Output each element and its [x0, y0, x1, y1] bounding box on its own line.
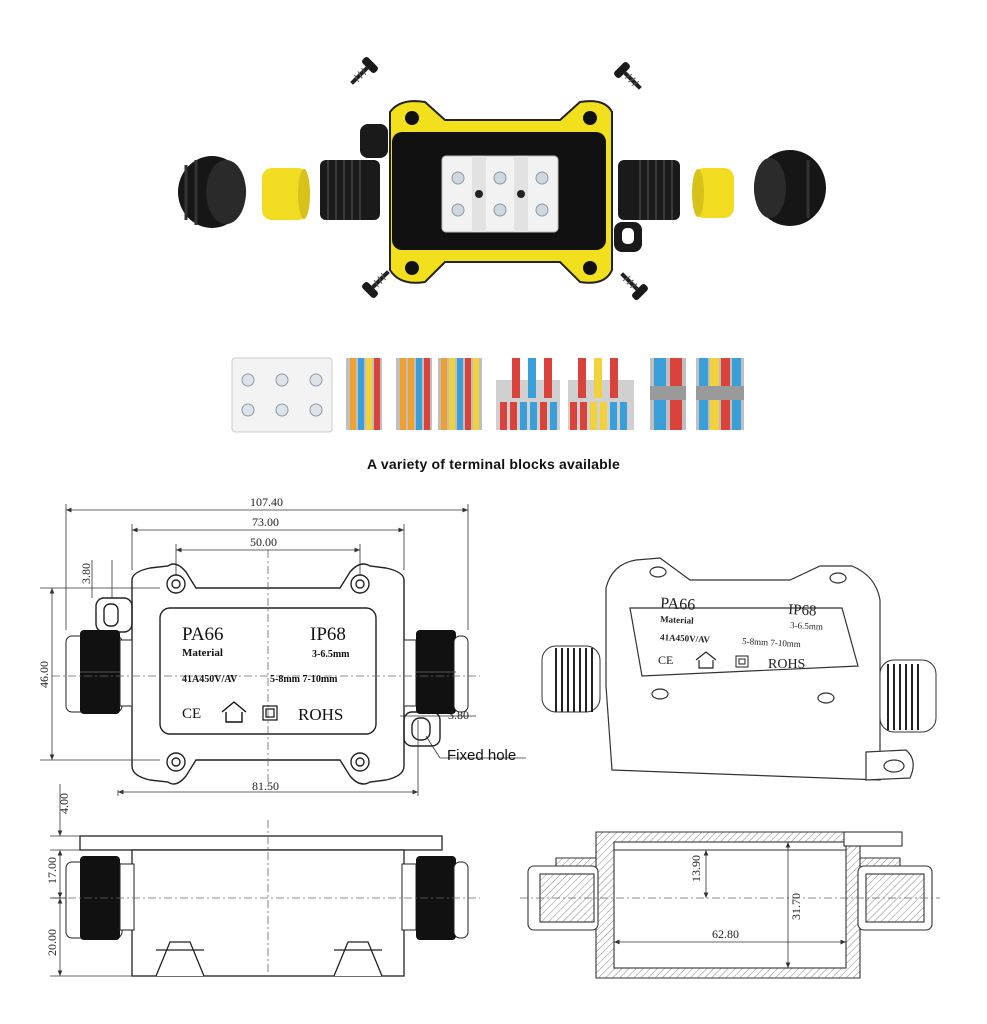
indoor-use-icon [221, 701, 247, 723]
screw-top-right [614, 62, 642, 90]
plate-rating: IP68 [310, 624, 346, 645]
plate-range1: 3-6.5mm [312, 649, 350, 660]
terminal-block-variety [231, 357, 744, 433]
dim-body-length: 73.00 [252, 515, 279, 529]
cable-gland-nut-right [754, 150, 826, 226]
isometric-view-drawing [605, 557, 914, 781]
iso-plate-rating: IP68 [788, 602, 817, 619]
dim-overall-length: 107.40 [250, 495, 283, 509]
terminal-block-inside [441, 155, 559, 233]
dim-fixed-hole: 3.80 [448, 708, 469, 722]
thread-right [618, 160, 680, 220]
seal-insert-right [692, 168, 734, 218]
dim-flange-offset: 3.80 [79, 563, 93, 584]
lever-connector-4 [496, 358, 560, 430]
screw-terminal-block [231, 357, 333, 433]
lever-connector-3 [438, 358, 482, 430]
dim-inner-depth: 13.90 [689, 855, 703, 882]
side-view-drawing [79, 835, 443, 977]
dim-inner-length: 62.80 [712, 927, 739, 941]
terminal-blocks-caption: A variety of terminal blocks available [367, 456, 620, 472]
iso-indoor-use-icon [695, 651, 717, 669]
lever-connector-7 [696, 358, 744, 430]
dim-upper-height: 17.00 [45, 857, 59, 884]
gland-left-top-view [65, 630, 133, 714]
dim-lower-height: 20.00 [45, 929, 59, 956]
iso-ce-mark-icon: CE [658, 653, 673, 667]
lever-connector-1 [346, 358, 382, 430]
exploded-product-view [178, 57, 826, 300]
iso-class-ii-icon [735, 655, 749, 668]
thread-left [320, 160, 380, 220]
plate-electrical: 41A450V/AV [182, 674, 238, 685]
dim-hole-spacing: 50.00 [250, 535, 277, 549]
dim-flange-thickness: 4.00 [57, 793, 71, 814]
gland-right-top-view [403, 630, 469, 714]
plate-material: PA66 [182, 624, 224, 645]
iso-plate-electrical: 41A450V/AV [660, 632, 711, 645]
rohs-mark: ROHS [298, 705, 343, 724]
lever-connector-5 [568, 358, 634, 430]
iso-plate-material: PA66 [660, 595, 696, 614]
cable-gland-nut-left [178, 156, 246, 228]
plate-range2: 5-8mm 7-10mm [270, 674, 338, 685]
dim-base-length: 81.50 [252, 779, 279, 793]
gland-left-iso [541, 645, 601, 713]
class-ii-icon [262, 705, 278, 721]
technical-drawings: PA66 Material IP68 3-6.5mm 41A450V/AV 5-… [37, 495, 940, 980]
screw-bottom-right [620, 272, 648, 300]
iso-plate-range2: 5-8mm 7-10mm [742, 636, 801, 649]
dim-total-height: 31.70 [789, 893, 803, 920]
gland-right-iso [879, 659, 937, 733]
iso-plate-range1: 3-6.5mm [790, 620, 823, 632]
iso-plate-material-sub: Material [660, 614, 694, 626]
lever-connector-2 [396, 358, 432, 430]
fixed-hole-callout: Fixed hole [447, 747, 517, 764]
section-view-drawing [527, 831, 933, 979]
lever-connector-6 [650, 358, 686, 430]
screw-bottom-left [362, 270, 390, 298]
dim-width: 46.00 [37, 661, 51, 688]
ce-mark-icon: CE [182, 706, 201, 722]
plate-material-sub: Material [182, 647, 223, 659]
screw-top-left [350, 57, 378, 85]
gland-left-side-view [65, 856, 135, 940]
seal-insert-left [262, 168, 310, 220]
iso-rohs-mark: ROHS [768, 657, 805, 672]
